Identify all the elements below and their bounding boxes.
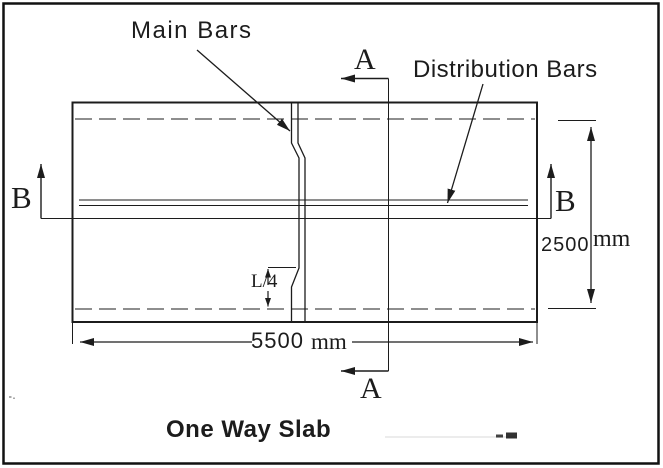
dim-2500-unit: mm <box>593 226 631 252</box>
main-bar-straight-line <box>297 102 306 322</box>
distribution-bars-label: Distribution Bars <box>413 56 598 83</box>
watermark-remnant <box>9 396 517 439</box>
main-bar-cranked-line <box>290 102 300 322</box>
dim-2500-value: 2500 <box>541 234 590 256</box>
distribution-bars-leader-arrow <box>446 83 484 204</box>
drawing-title: One Way Slab <box>166 416 332 443</box>
main-bars-label: Main Bars <box>131 17 253 44</box>
section-b-left-label: B <box>11 180 32 215</box>
section-a-bottom-label: A <box>360 372 382 405</box>
section-a-top-label: A <box>354 43 376 76</box>
dim-5500-unit: mm <box>311 329 347 354</box>
crank-offset-label: L/4 <box>251 271 278 292</box>
dim-5500-value: 5500 <box>251 328 304 353</box>
section-b-right-label: B <box>555 183 576 218</box>
main-bars-leader-arrow <box>196 49 291 132</box>
